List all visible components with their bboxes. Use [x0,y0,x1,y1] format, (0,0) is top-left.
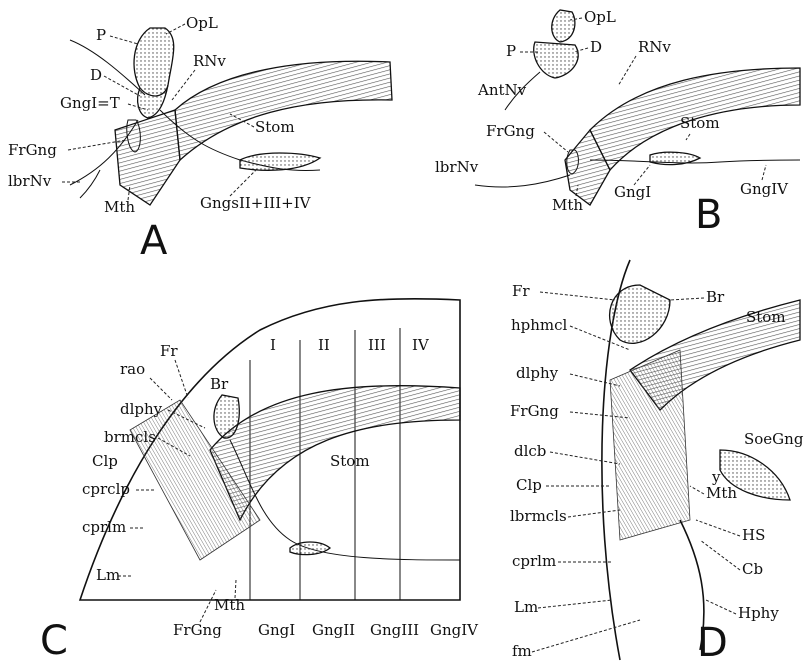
label-Stom-c: Stom [330,452,370,470]
brain-c [214,395,239,438]
caption-b: B [695,192,722,238]
caption-a: A [140,218,168,264]
label-dlphy-d: dlphy [516,364,559,382]
label-cprlm-d: cprlm [512,552,556,570]
label-fm-d: fm [512,642,532,660]
label-FrGng-a: FrGng [8,141,57,159]
brain-d [610,285,670,343]
label-Stom-d: Stom [746,308,786,326]
caption-d: D [697,620,728,666]
label-cprlm-c: cprlm [82,518,126,536]
label-D-a: D [90,66,102,84]
label-Br-c: Br [210,375,229,393]
label-lbrNv-b: lbrNv [435,158,479,176]
label-brmcls-c: brmcls [104,428,156,446]
label-OpL-b: OpL [584,8,616,26]
brain-b [534,42,579,78]
label-FrGng-b: FrGng [486,122,535,140]
label-Stom-b: Stom [680,114,720,132]
label-Mth-a: Mth [104,198,135,216]
label-Clp-d: Clp [516,476,542,494]
label-hphmcl-d: hphmcl [511,316,568,334]
deutocerebrum-b [552,10,575,42]
label-AntNv-b: AntNv [477,81,527,99]
ganglia-c [290,542,330,555]
label-SoeGng-d: SoeGng [744,430,804,448]
label-GngII-c: GngII [312,621,355,639]
label-RNv-b: RNv [638,38,671,56]
stomodaeum-a [175,61,392,160]
label-FrGng-d: FrGng [510,402,559,420]
label-Lm-d: Lm [514,598,538,616]
label-P-b: P [506,42,516,60]
label-GngsII-a: GngsII+III+IV [200,194,312,212]
label-lbrmcls-d: lbrmcls [510,507,567,525]
panel-d: Br Fr Stom hphmcl dlphy FrGng SoeGng dlc… [510,260,804,666]
label-Hphy-d: Hphy [738,604,779,622]
label-GngI-b: GngI [614,183,651,201]
label-lbrNv-a: lbrNv [8,172,52,190]
label-Fr-c: Fr [160,342,178,360]
label-GngIII-c: GngIII [370,621,419,639]
label-RNv-a: RNv [193,52,226,70]
label-D-b: D [590,38,602,56]
label-II-c: II [318,336,330,354]
mouth-tube-a [115,110,180,205]
panel-a: OpL P RNv D GngI=T Stom FrGng lbrNv Gngs… [8,14,392,264]
label-Fr-d: Fr [512,282,530,300]
label-GngI-T-a: GngI=T [60,94,120,112]
ganglia-a [240,153,320,170]
label-Cb-d: Cb [742,560,763,578]
label-dlphy-c: dlphy [120,400,163,418]
label-rao-c: rao [120,360,145,378]
label-Mth-d: Mth [706,484,737,502]
label-OpL-a: OpL [186,14,218,32]
label-dlcb-d: dlcb [514,442,546,460]
panel-b: OpL P D RNv AntNv Stom FrGng lbrNv GngI … [435,8,800,238]
label-GngIV-c: GngIV [430,621,479,639]
label-Mth-c: Mth [214,596,245,614]
label-III-c: III [368,336,386,354]
label-FrGng-c: FrGng [173,621,222,639]
caption-c: C [40,618,68,664]
label-Clp-c: Clp [92,452,118,470]
label-cprclp-c: cprclp [82,480,130,498]
label-Lm-c: Lm [96,566,120,584]
label-IV-c: IV [412,336,430,354]
panel-c: I II III IV rao Fr Br dlphy brmcls Clp c… [40,299,479,664]
label-GngIV-b: GngIV [740,180,789,198]
label-HS-d: HS [742,526,765,544]
label-Mth-b: Mth [552,196,583,214]
label-GngI-c: GngI [258,621,295,639]
muscles-d [610,350,690,540]
label-I-c: I [270,336,276,354]
labral-nerve-b [475,175,570,187]
label-Stom-a: Stom [255,118,295,136]
label-P-a: P [96,26,106,44]
label-Br-d: Br [706,288,725,306]
